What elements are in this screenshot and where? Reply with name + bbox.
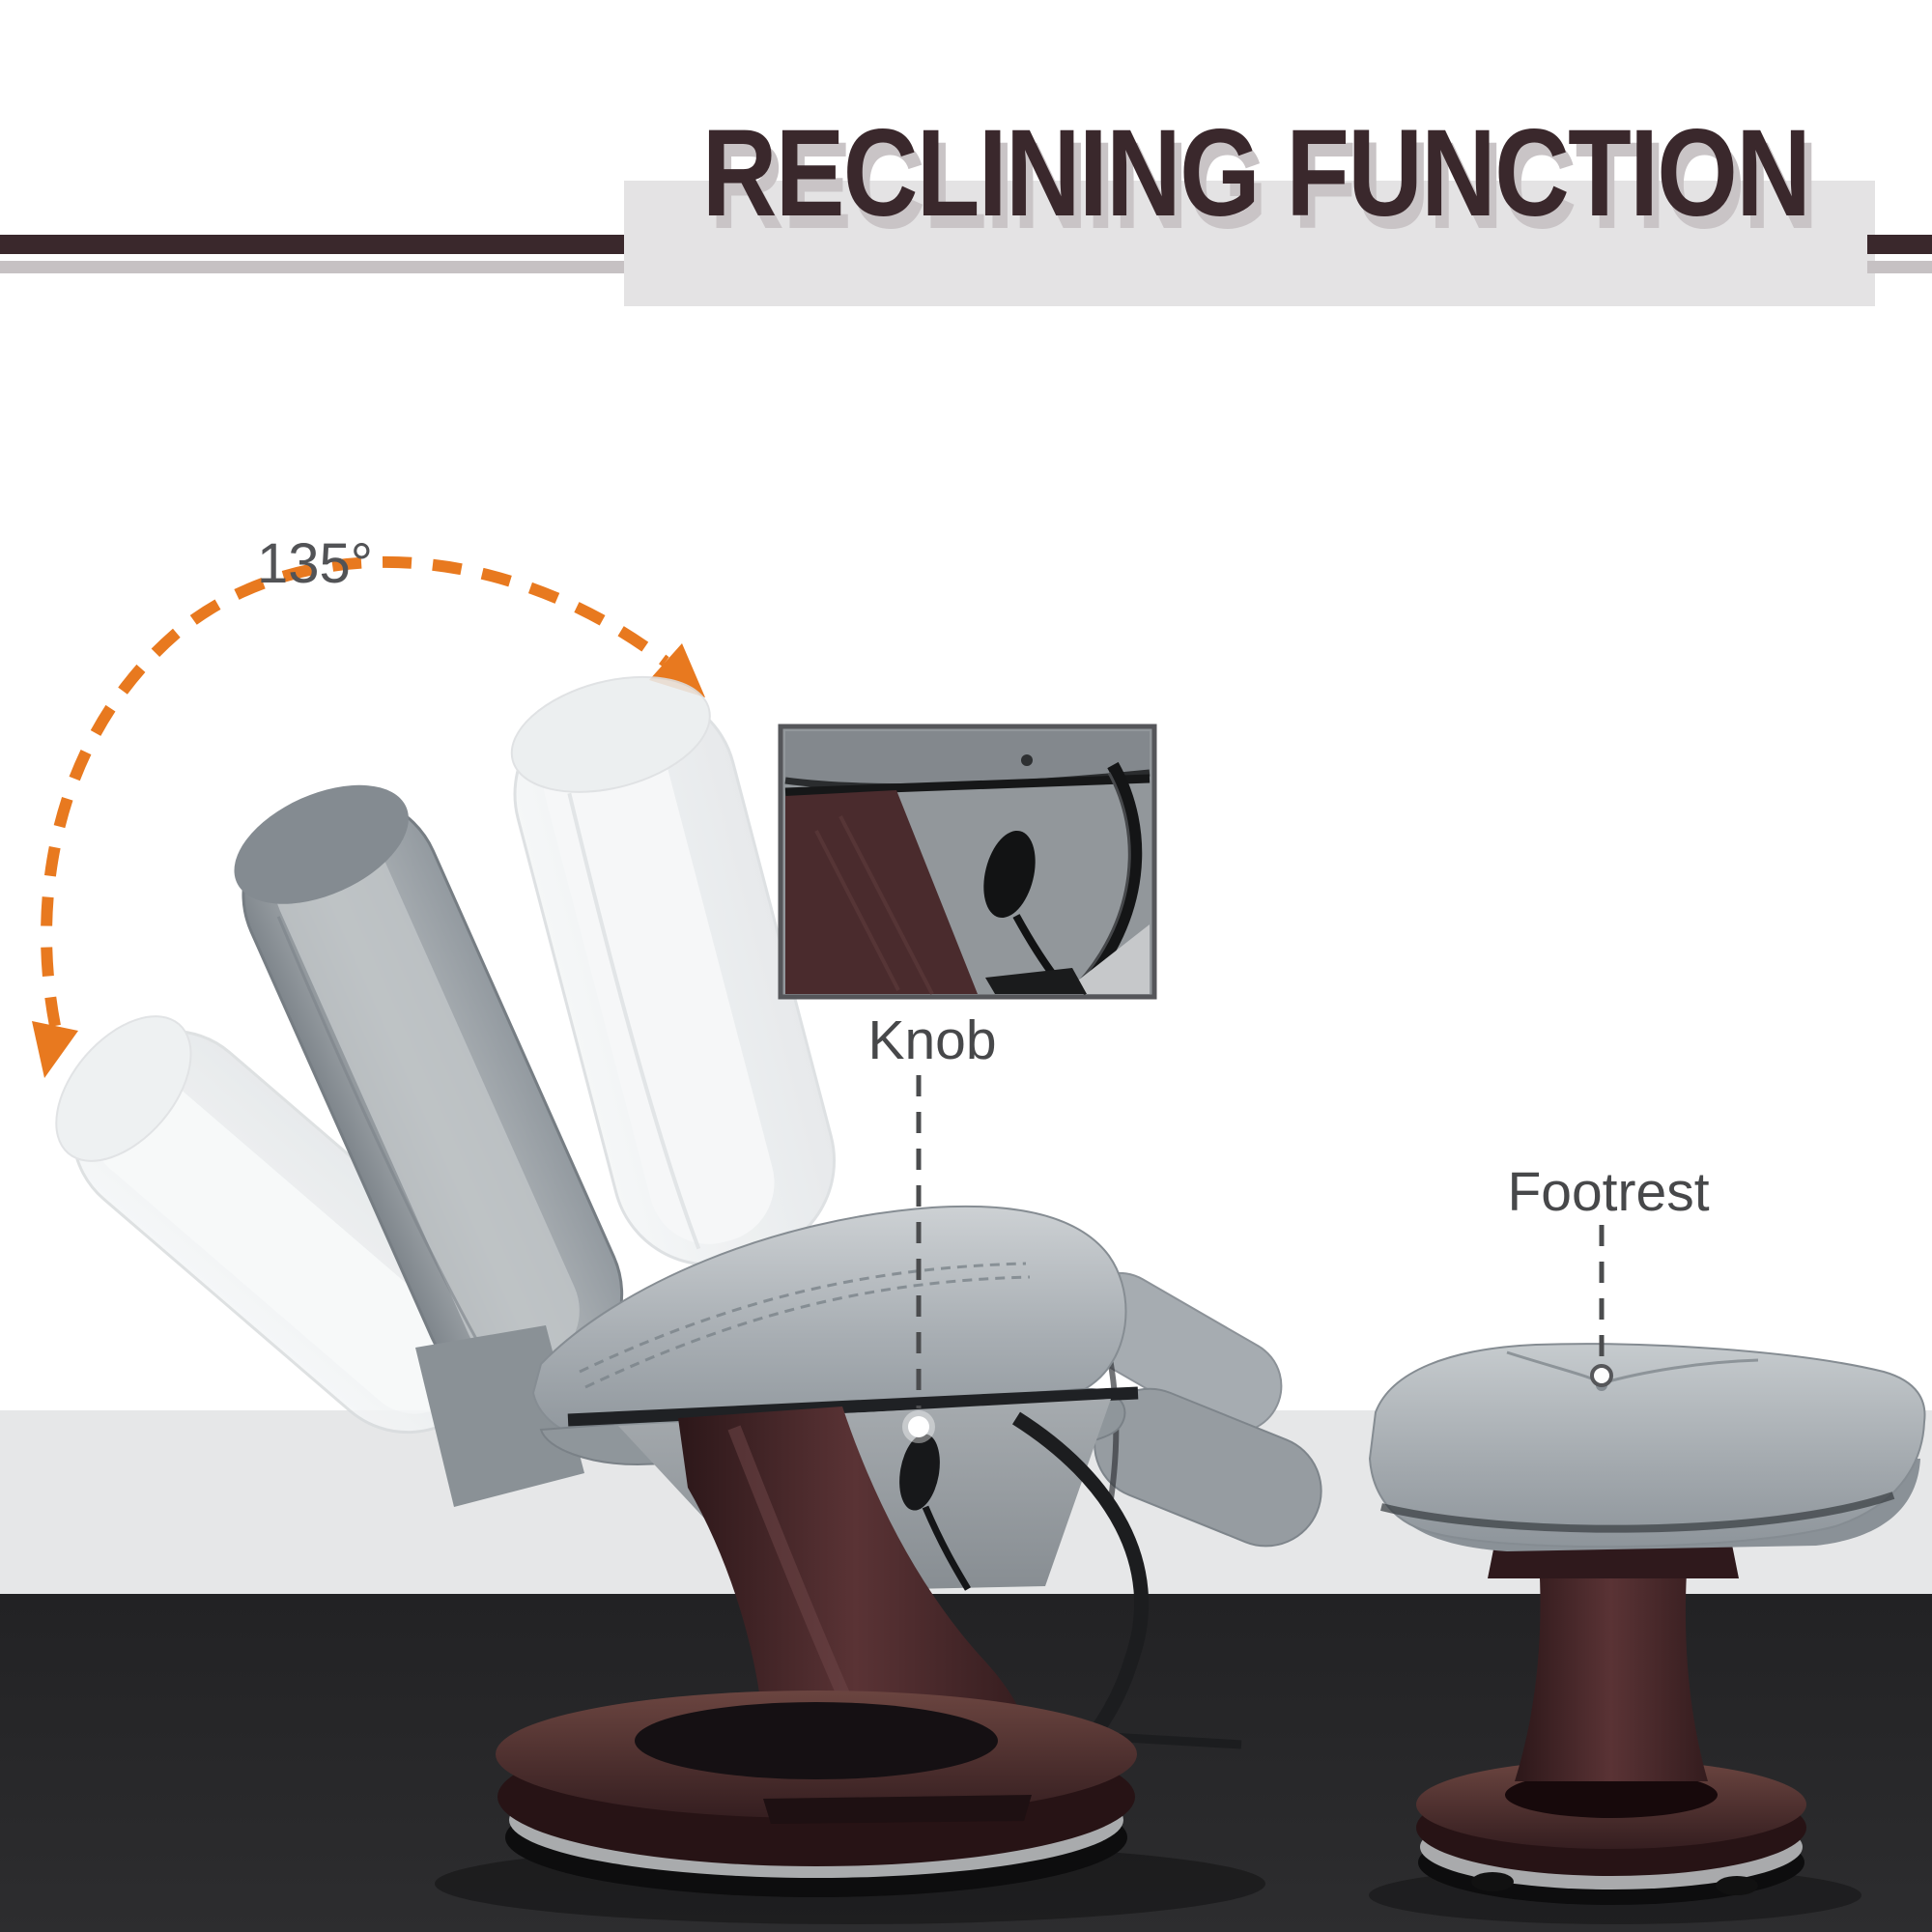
recliner-chair [55, 675, 1322, 1924]
recline-angle-label: 135° [257, 532, 373, 595]
ottoman [1368, 1343, 1926, 1924]
knob-inset-photo [778, 724, 1157, 1000]
backrest-solid [234, 784, 624, 1394]
chair-ring-base [496, 1690, 1137, 1897]
stripe-light-left [0, 261, 624, 273]
header-decoration [0, 181, 1932, 306]
ottoman-pedestal-wood [1515, 1544, 1708, 1781]
stripe-dark-right [1867, 235, 1932, 254]
page-title: RECLINING FUNCTION [701, 104, 1811, 242]
title-banner [624, 181, 1875, 306]
knob-callout-line [902, 1075, 935, 1443]
chair-pedestal-foot [763, 1795, 1032, 1824]
ottoman-cushion [1368, 1343, 1926, 1551]
footrest-label: Footrest [1507, 1161, 1710, 1223]
stripe-light-right [1867, 261, 1932, 273]
stripe-dark-left [0, 235, 624, 254]
adjustment-knob [899, 1434, 972, 1591]
seat-frame-bar [567, 1386, 1139, 1427]
chair-pedestal-highlight [727, 1425, 857, 1713]
knob-label: Knob [867, 1009, 997, 1071]
backrest-ghost-upright [510, 675, 837, 1266]
inset-photo-border [778, 724, 1157, 1000]
ottoman-ring-base [1416, 1760, 1806, 1905]
footrest-callout-line [1590, 1225, 1613, 1387]
